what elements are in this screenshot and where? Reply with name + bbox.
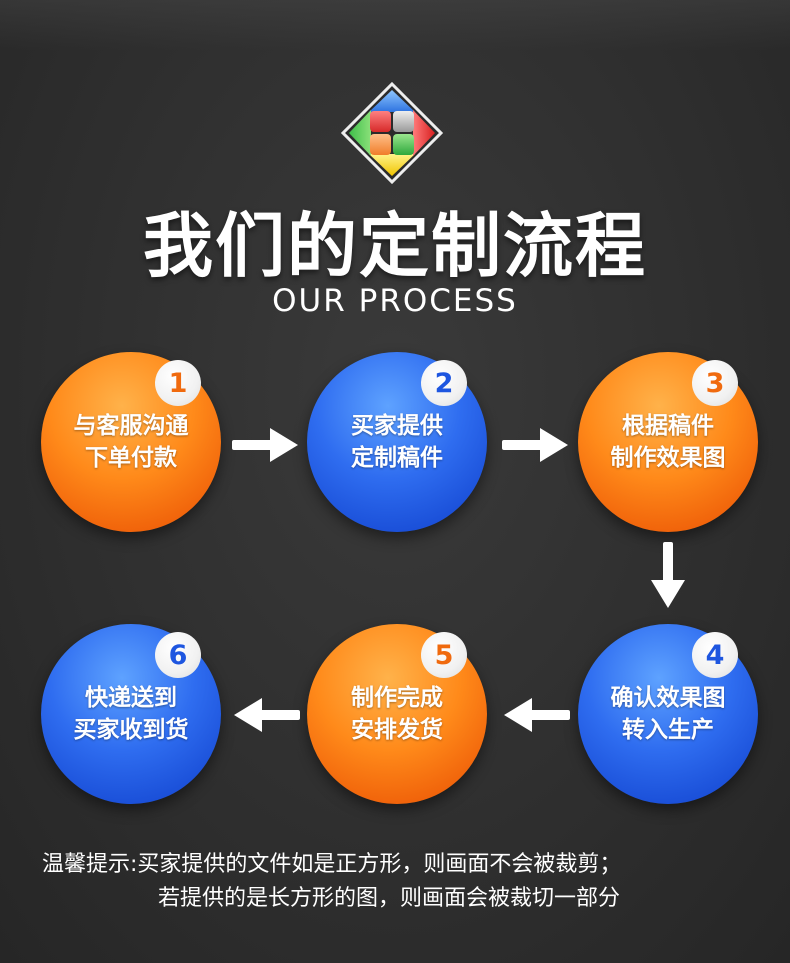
arrow-right-icon [502, 428, 568, 462]
arrow-right-icon [232, 428, 298, 462]
step-text-line1: 买家提供 [351, 413, 443, 439]
step-text-line2: 制作效果图 [610, 445, 726, 471]
step-number-badge: 3 [692, 360, 738, 406]
page-title: 我们的定制流程 [143, 205, 647, 287]
step-text-line1: 与客服沟通 [73, 413, 189, 439]
process-step-2: 2 买家提供 定制稿件 [307, 352, 487, 532]
step-number-badge: 6 [155, 632, 201, 678]
arrow-left-icon [234, 698, 300, 732]
process-step-3: 3 根据稿件 制作效果图 [578, 352, 758, 532]
puzzle-cube-logo-icon [341, 82, 443, 184]
step-number-badge: 5 [421, 632, 467, 678]
arrow-left-icon [504, 698, 570, 732]
process-step-6: 6 快递送到 买家收到货 [41, 624, 221, 804]
step-text-line2: 安排发货 [351, 717, 443, 743]
step-text-line2: 定制稿件 [351, 445, 443, 471]
step-number-badge: 1 [155, 360, 201, 406]
tip-text-line1: 温馨提示:买家提供的文件如是正方形，则画面不会被裁剪； [42, 852, 622, 877]
step-text-line2: 买家收到货 [73, 717, 189, 743]
step-text-line2: 转入生产 [622, 717, 714, 743]
step-number-badge: 2 [421, 360, 467, 406]
step-text-line2: 下单付款 [85, 445, 177, 471]
process-step-5: 5 制作完成 安排发货 [307, 624, 487, 804]
arrow-down-icon [651, 542, 685, 608]
step-number-badge: 4 [692, 632, 738, 678]
tip-text-line2: 若提供的是长方形的图，则画面会被裁切一部分 [158, 886, 621, 911]
step-text-line1: 确认效果图 [610, 685, 726, 711]
step-text-line1: 快递送到 [85, 685, 177, 711]
step-text-line1: 制作完成 [351, 685, 443, 711]
top-background-blur [0, 0, 790, 50]
process-step-4: 4 确认效果图 转入生产 [578, 624, 758, 804]
page-subtitle: OUR PROCESS [272, 283, 518, 319]
process-step-1: 1 与客服沟通 下单付款 [41, 352, 221, 532]
step-text-line1: 根据稿件 [622, 413, 714, 439]
